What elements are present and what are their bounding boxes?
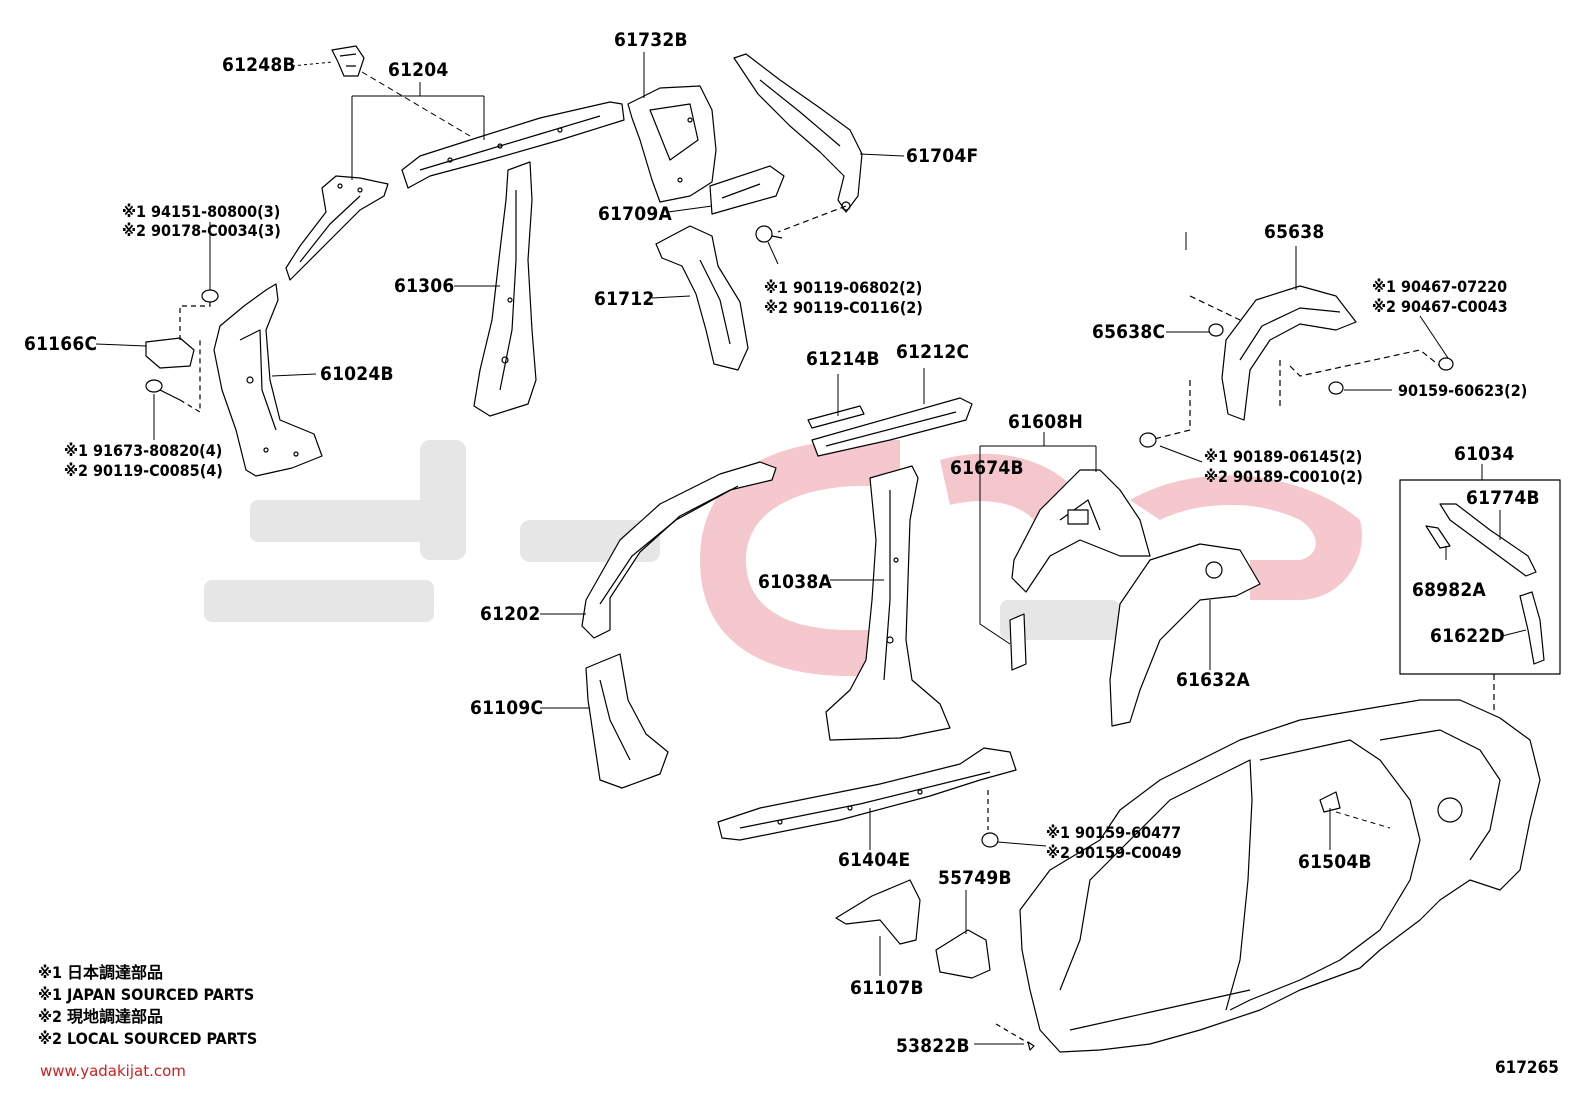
label-61732b: 61732B: [614, 29, 688, 51]
clip-90189[interactable]: [1139, 432, 1157, 448]
part-68982a-bracket[interactable]: [1425, 525, 1451, 549]
label-61109c: 61109C: [470, 697, 544, 719]
label-61712: 61712: [594, 288, 655, 310]
part-61608h-wheelhouse[interactable]: [1011, 469, 1151, 593]
label-61248b: 61248B: [222, 54, 296, 76]
label-61674b: 61674B: [950, 457, 1024, 479]
part-61704f-panel[interactable]: [733, 53, 863, 213]
body-side-outer-panel[interactable]: [1019, 699, 1541, 1053]
label-61404e: 61404E: [838, 849, 911, 871]
part-61404e-rocker[interactable]: [717, 747, 1017, 841]
label-61214b: 61214B: [806, 348, 880, 370]
part-61109c-pillar-lower[interactable]: [585, 653, 669, 789]
part-61709a-bracket[interactable]: [709, 165, 785, 215]
label-90467-07220: ※1 90467-07220: [1372, 277, 1508, 296]
part-61248b-bracket[interactable]: [331, 45, 365, 77]
part-61774b-reinforcement[interactable]: [1439, 503, 1537, 577]
footnote-2: ※1 JAPAN SOURCED PARTS: [38, 985, 255, 1004]
label-90119-c0116: ※2 90119-C0116(2): [764, 298, 923, 317]
part-61212c-reinforcement[interactable]: [811, 397, 973, 457]
label-53822b: 53822B: [896, 1035, 970, 1057]
nut-90467[interactable]: [1438, 357, 1454, 371]
plug-53822b[interactable]: [1027, 1041, 1035, 1051]
bolt-90119[interactable]: [755, 225, 783, 243]
label-61204: 61204: [388, 59, 449, 81]
source-url[interactable]: www.yadakijat.com: [40, 1062, 186, 1080]
part-61038a-center-pillar[interactable]: [825, 465, 951, 741]
clip-90159-60623[interactable]: [1328, 381, 1344, 395]
clip-65638c[interactable]: [1208, 323, 1224, 337]
label-55749b: 55749B: [938, 867, 1012, 889]
label-90119-06802: ※1 90119-06802(2): [764, 278, 923, 297]
nut-94151[interactable]: [201, 289, 219, 303]
part-61214b-reinforcement[interactable]: [807, 405, 865, 429]
label-61038a: 61038A: [758, 571, 832, 593]
label-90159-60623: 90159-60623(2): [1398, 381, 1528, 400]
part-61202-roof-side[interactable]: [581, 461, 777, 639]
part-55749b-bracket[interactable]: [935, 929, 991, 979]
part-61732b-quarter-pillar[interactable]: [627, 85, 717, 203]
label-61024b: 61024B: [320, 363, 394, 385]
label-61704f: 61704F: [906, 145, 979, 167]
label-61212c: 61212C: [896, 341, 970, 363]
part-61166c-bracket[interactable]: [145, 337, 195, 369]
footnote-1: ※1 日本調達部品: [38, 963, 164, 982]
label-91673: ※1 91673-80820(4): [64, 441, 223, 460]
label-65638: 65638: [1264, 221, 1325, 243]
label-94151: ※1 94151-80800(3): [122, 202, 281, 221]
label-61608h: 61608H: [1008, 411, 1083, 433]
label-61622d: 61622D: [1430, 625, 1505, 647]
label-61632a: 61632A: [1176, 669, 1250, 691]
label-61504b: 61504B: [1298, 851, 1372, 873]
part-61622d-seal[interactable]: [1519, 591, 1545, 665]
part-61674b-brace[interactable]: [1009, 613, 1027, 671]
part-65638-wheel-liner[interactable]: [1221, 285, 1357, 421]
part-61107b-bracket[interactable]: [835, 879, 921, 945]
label-65638c: 65638C: [1092, 321, 1166, 343]
leader-lines: [95, 52, 1527, 1045]
label-90119-c0085: ※2 90119-C0085(4): [64, 461, 223, 480]
label-68982a: 68982A: [1412, 579, 1486, 601]
part-61024b-front-pillar[interactable]: [213, 283, 323, 477]
group-61034-box: [1399, 479, 1561, 675]
clip-90159-60477[interactable]: [981, 832, 999, 848]
part-61306-center-pillar[interactable]: [473, 161, 537, 417]
footnote-4: ※2 LOCAL SOURCED PARTS: [38, 1029, 258, 1048]
footnote-3: ※2 現地調達部品: [38, 1007, 164, 1026]
part-61712-reinforcement[interactable]: [655, 225, 749, 371]
label-61774b: 61774B: [1466, 487, 1540, 509]
label-90189-06145: ※1 90189-06145(2): [1204, 447, 1363, 466]
figure-number: 617265: [1495, 1058, 1559, 1078]
label-90189-c0010: ※2 90189-C0010(2): [1204, 467, 1363, 486]
part-61204-roof-rail[interactable]: [401, 101, 625, 189]
label-61166c: 61166C: [24, 333, 98, 355]
footnotes: ※1 日本調達部品 ※1 JAPAN SOURCED PARTS ※2 現地調達…: [38, 964, 257, 1052]
label-61202: 61202: [480, 603, 541, 625]
label-61034: 61034: [1454, 443, 1515, 465]
label-61107b: 61107B: [850, 977, 924, 999]
label-61709a: 61709A: [598, 203, 672, 225]
bolt-91673[interactable]: [145, 379, 181, 401]
label-61306: 61306: [394, 275, 455, 297]
label-90159-60477: ※1 90159-60477: [1046, 823, 1182, 842]
label-90178: ※2 90178-C0034(3): [122, 221, 281, 240]
part-roof-rail-inner[interactable]: [285, 175, 389, 281]
label-90159-c0049: ※2 90159-C0049: [1046, 843, 1182, 862]
part-61632a-wheelhouse-inner[interactable]: [1109, 543, 1261, 727]
label-90467-c0043: ※2 90467-C0043: [1372, 297, 1508, 316]
